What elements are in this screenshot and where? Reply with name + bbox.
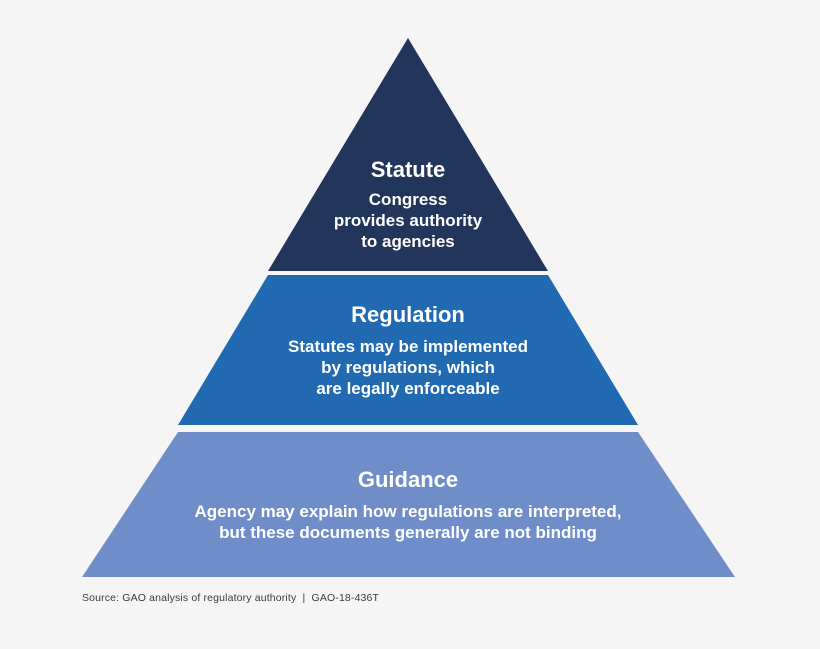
- tier-guidance-body-line-2: but these documents generally are not bi…: [219, 523, 597, 542]
- pyramid-tier-guidance: Guidance Agency may explain how regulati…: [82, 432, 735, 577]
- tier-regulation-heading: Regulation: [351, 302, 465, 327]
- tier-statute-shape: [268, 38, 548, 271]
- tier-guidance-heading: Guidance: [358, 467, 458, 492]
- tier-statute-body-line-3: to agencies: [361, 232, 455, 251]
- pyramid-tier-statute: Statute Congress provides authority to a…: [268, 38, 548, 271]
- source-attribution: Source: GAO analysis of regulatory autho…: [82, 592, 380, 604]
- tier-regulation-shape: [178, 275, 638, 425]
- tier-regulation-body-line-1: Statutes may be implemented: [288, 337, 528, 356]
- tier-regulation-body-line-3: are legally enforceable: [316, 379, 499, 398]
- tier-statute-body-line-2: provides authority: [334, 211, 483, 230]
- tier-guidance-shape: [82, 432, 735, 577]
- tier-statute-body-line-1: Congress: [369, 190, 447, 209]
- tier-regulation-body-line-2: by regulations, which: [321, 358, 495, 377]
- tier-statute-heading: Statute: [371, 157, 446, 182]
- tier-guidance-body-line-1: Agency may explain how regulations are i…: [194, 502, 621, 521]
- pyramid-tier-regulation: Regulation Statutes may be implemented b…: [178, 275, 638, 425]
